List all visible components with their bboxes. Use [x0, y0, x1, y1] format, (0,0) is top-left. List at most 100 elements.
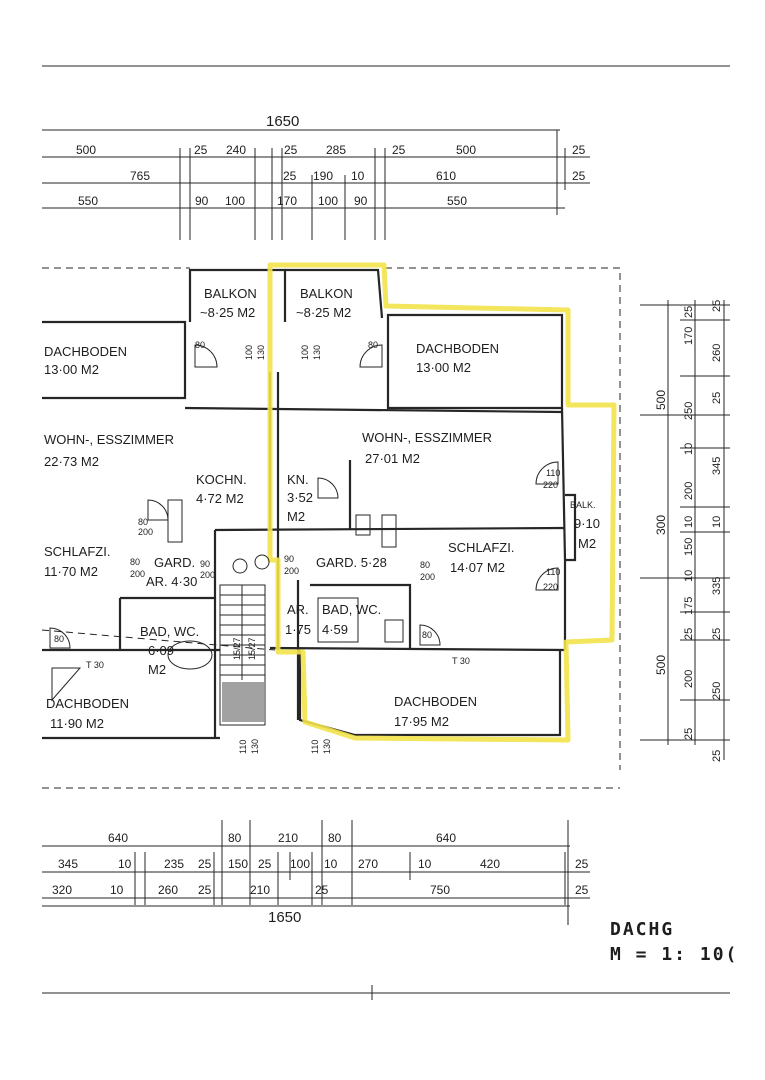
dim-text: 25	[258, 857, 272, 871]
room-area: 3·52	[287, 490, 313, 505]
title-stamp: DACHG M = 1: 10(	[610, 919, 736, 965]
dim-text: 170	[683, 327, 695, 345]
opening-label: 100	[244, 345, 254, 360]
dim-text: 25	[683, 628, 695, 640]
room-name: BALKON	[300, 286, 353, 301]
opening-label: 200	[284, 566, 299, 576]
dim-total-top: 1650	[266, 113, 299, 130]
opening-label: 110	[546, 468, 560, 478]
room-area: 11·70 M2	[44, 564, 98, 579]
dim-text: 250	[683, 402, 695, 420]
dim-text: 25	[572, 143, 586, 157]
opening-label: 80	[195, 340, 205, 350]
dim-text: 25	[198, 857, 212, 871]
dim-text: 320	[52, 883, 72, 897]
room-unit: M2	[287, 509, 305, 524]
chimney-icon	[232, 558, 248, 574]
dim-text: 10	[711, 516, 723, 528]
dim-text: 25	[198, 883, 212, 897]
right-dimensions: 500 300 500 25 170 250 10 200 10 150 10 …	[640, 300, 730, 762]
opening-label: 200	[200, 570, 215, 580]
opening-label: 220	[543, 582, 558, 592]
room-area: 17·95 M2	[394, 714, 449, 729]
room-area: 14·07 M2	[450, 560, 505, 575]
opening-labels: 80 80 100 130 100 130 110 220 110 220 80…	[54, 340, 560, 754]
dim-text: 25	[575, 883, 589, 897]
room-name: DACHBODEN	[394, 694, 477, 709]
room-name: BAD, WC.	[140, 624, 199, 639]
dim-text: 10	[351, 169, 365, 183]
room-area: 9·10	[574, 516, 600, 531]
dim-text: 200	[683, 670, 695, 688]
dim-text: 765	[130, 169, 150, 183]
opening-label: 130	[250, 739, 260, 754]
room-area: 22·73 M2	[44, 454, 99, 469]
opening-label: 200	[420, 572, 435, 582]
room-area: 11·90 M2	[50, 716, 104, 731]
opening-label: 220	[543, 480, 558, 490]
dim-text: 25	[283, 169, 297, 183]
dim-text: 285	[326, 143, 346, 157]
dim-text: 150	[228, 857, 248, 871]
dim-text: 100	[225, 194, 245, 208]
dim-text: 500	[654, 390, 668, 410]
dim-text: 100	[318, 194, 338, 208]
roof-outline	[41, 267, 621, 789]
dim-text: 25	[315, 883, 329, 897]
opening-label: 110	[238, 740, 248, 754]
opening-label: 90	[200, 559, 210, 569]
room-area: ~8·25 M2	[296, 305, 351, 320]
dim-text: 250	[711, 682, 723, 700]
dim-text: 10	[683, 516, 695, 528]
dim-text: 175	[683, 597, 695, 615]
room-name: SCHLAFZI.	[44, 544, 110, 559]
dim-text: 10	[118, 857, 132, 871]
room-area: 6·09	[148, 643, 174, 658]
dim-text: 10	[683, 443, 695, 455]
opening-label: T 30	[452, 656, 470, 666]
doors	[49, 344, 559, 702]
dim-text: 25	[284, 143, 298, 157]
dim-text: 80	[228, 831, 242, 845]
dim-text: 25	[711, 300, 723, 312]
room-area: 4·59	[322, 622, 348, 637]
opening-label: T 30	[86, 660, 104, 670]
door-swing	[535, 461, 559, 485]
opening-label: 80	[138, 517, 148, 527]
dim-text: 170	[277, 194, 297, 208]
dim-text: 300	[654, 515, 668, 535]
door-swing	[419, 624, 441, 646]
stair-label: 15/27	[247, 637, 257, 660]
dim-text: 550	[447, 194, 467, 208]
dim-text: 235	[164, 857, 184, 871]
door-swing	[147, 499, 169, 521]
opening-label: 80	[54, 634, 64, 644]
dim-text: 550	[78, 194, 98, 208]
staircase: 15/27 15/27	[219, 554, 270, 726]
room-name: GARD.	[154, 555, 195, 570]
door-swing	[51, 667, 82, 702]
dim-text: 345	[711, 457, 723, 475]
dim-text: 25	[683, 728, 695, 740]
opening-label: 200	[130, 569, 145, 579]
dim-text: 10	[418, 857, 432, 871]
dim-text: 25	[194, 143, 208, 157]
room-name: DACHBODEN	[46, 696, 129, 711]
dim-text: 100	[290, 857, 310, 871]
dim-text: 500	[456, 143, 476, 157]
dim-text: 210	[278, 831, 298, 845]
room-area: 13·00 M2	[416, 360, 471, 375]
dim-text: 25	[711, 750, 723, 762]
opening-label: 90	[284, 554, 294, 564]
dim-text: 640	[436, 831, 456, 845]
dim-text: 10	[324, 857, 338, 871]
top-dimensions: 1650 500 25 240 25 285 25 500 25 765 25 …	[42, 113, 590, 240]
dim-text: 25	[711, 628, 723, 640]
opening-label: 80	[422, 630, 432, 640]
dim-text: 10	[683, 570, 695, 582]
opening-label: 80	[368, 340, 378, 350]
room-area: 1·75	[285, 622, 311, 637]
door-swing	[317, 477, 339, 499]
door-swing	[194, 344, 218, 368]
opening-label: 130	[256, 345, 266, 360]
